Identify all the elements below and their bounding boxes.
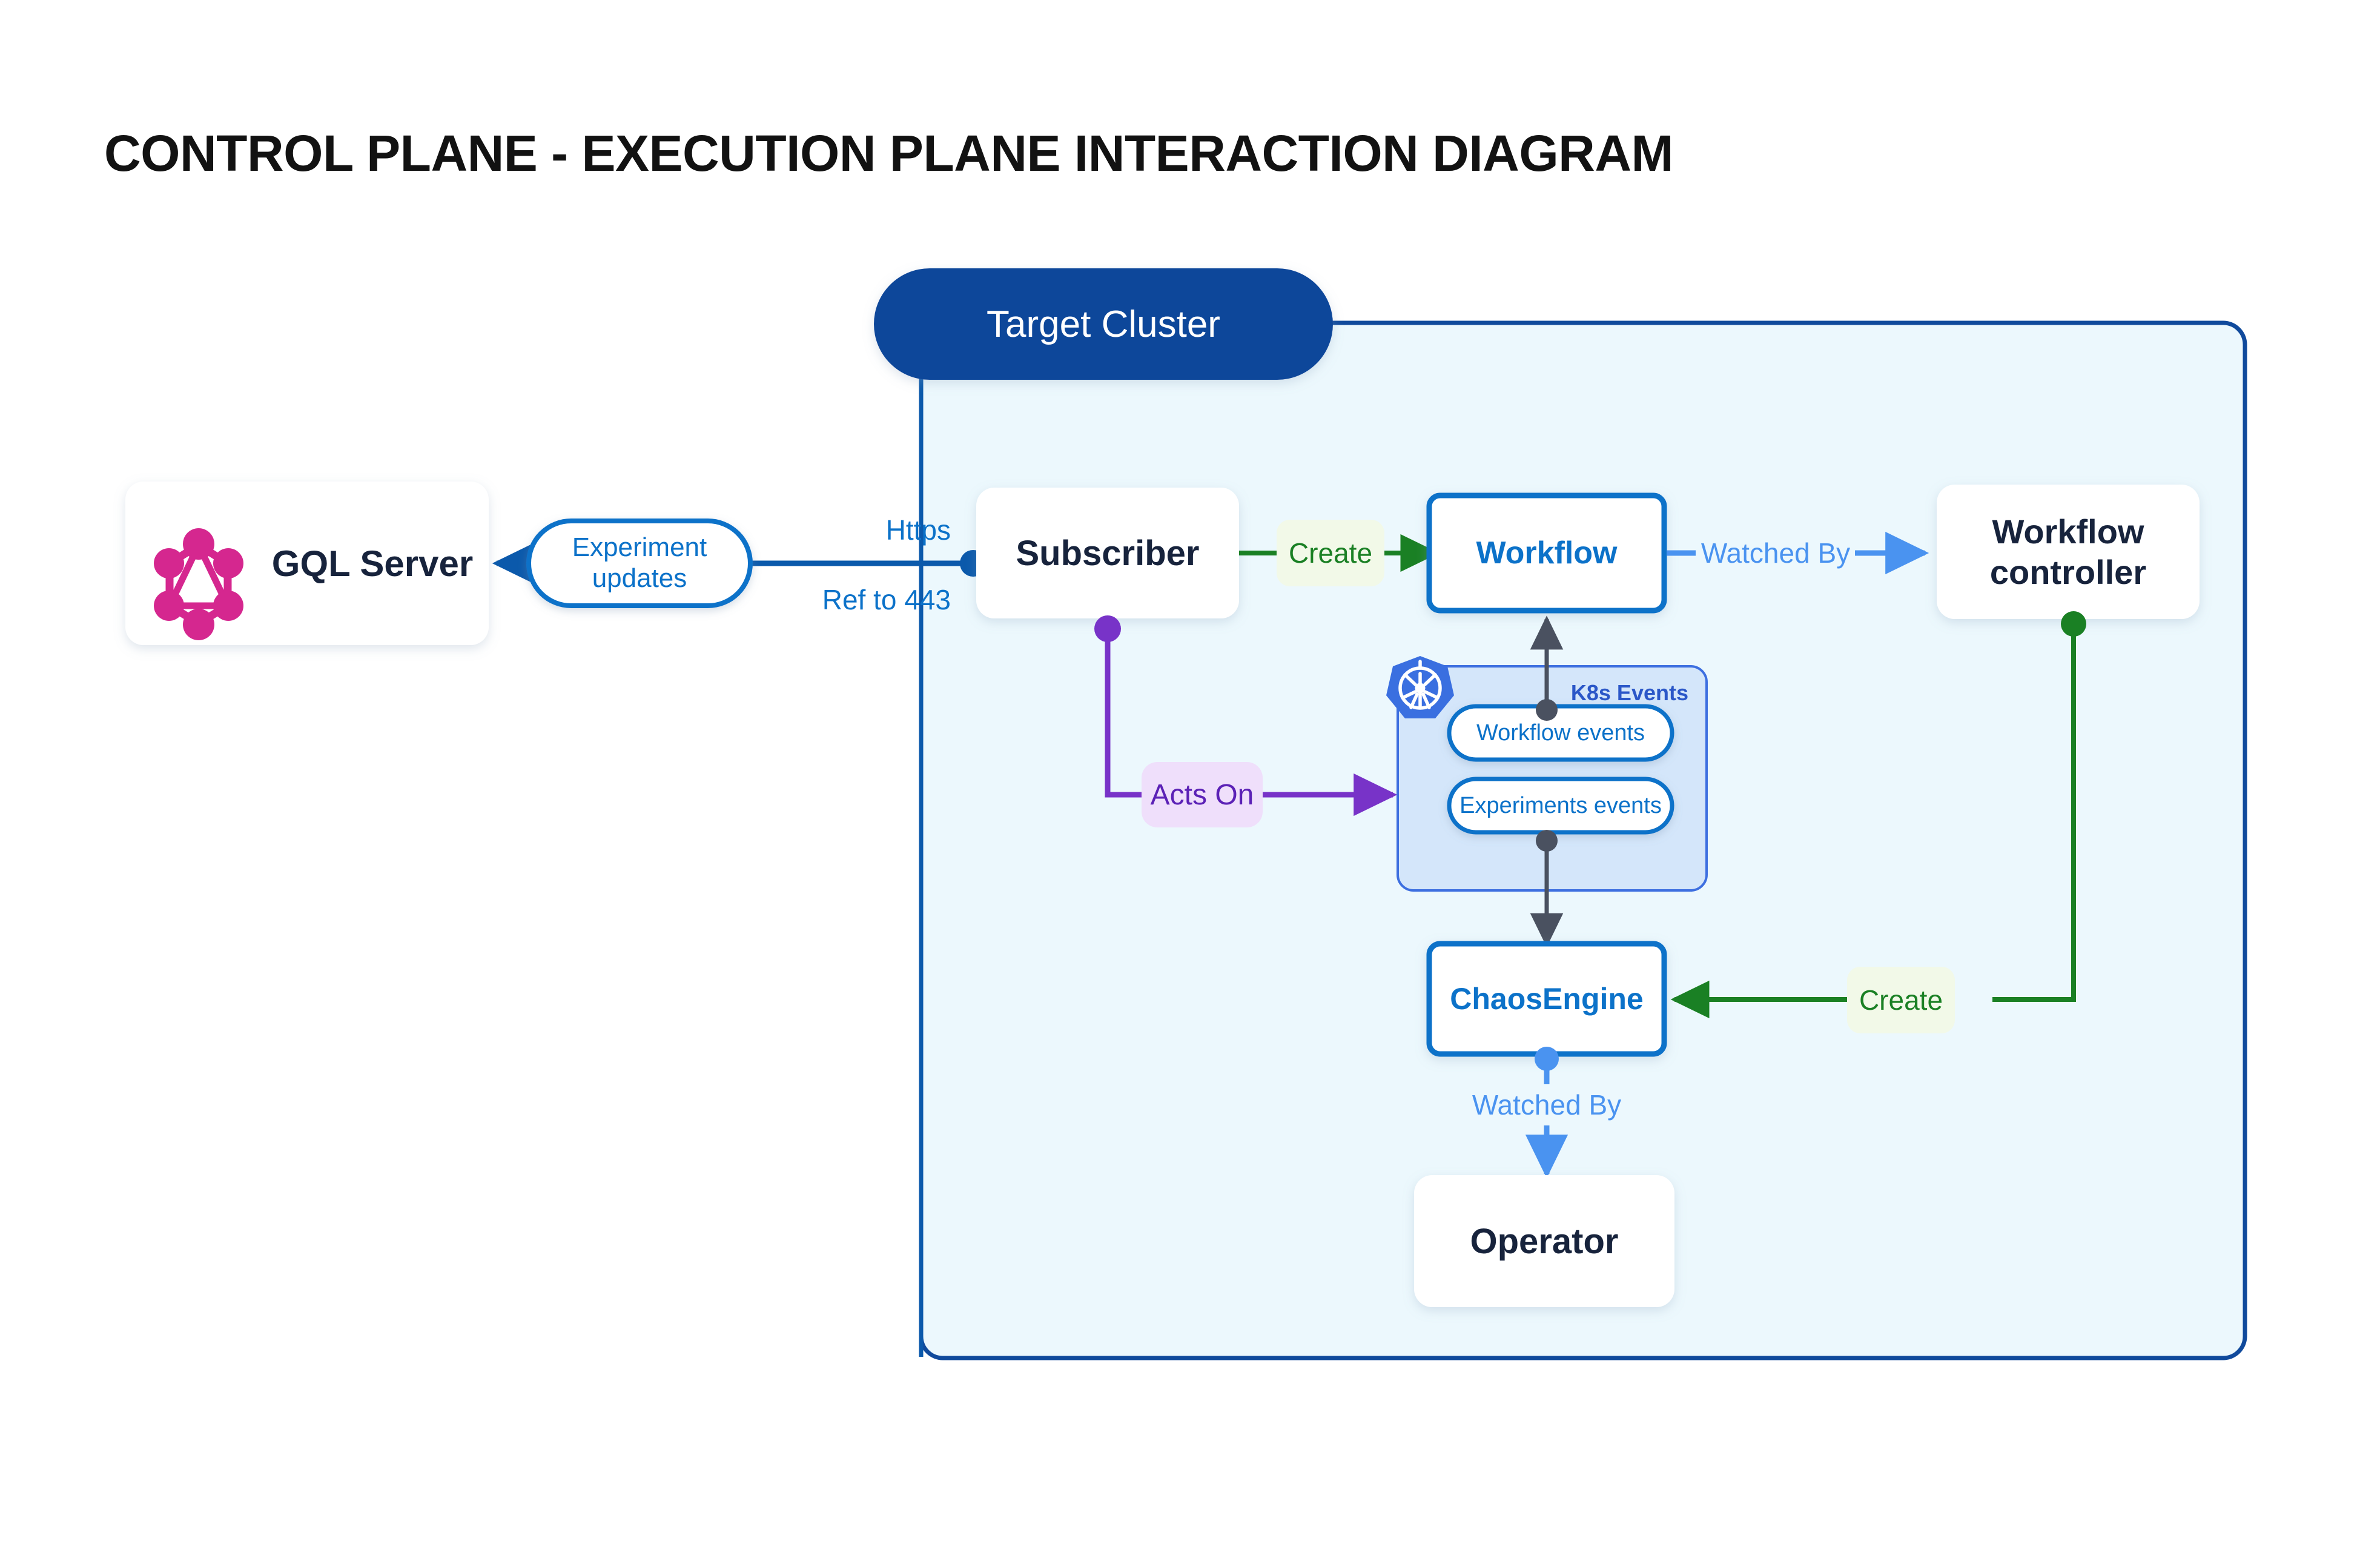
edge-label-watched-by-controller: Watched By xyxy=(1701,537,1851,569)
edge-label-create-chaosengine: Create xyxy=(1859,984,1943,1016)
edge-subscriber-acts-on-k8s xyxy=(1094,615,1398,817)
edge-label-https: Https xyxy=(885,514,951,546)
operator-card[interactable] xyxy=(1414,1175,1674,1307)
kubernetes-icon xyxy=(1386,656,1454,718)
page-title: CONTROL PLANE - EXECUTION PLANE INTERACT… xyxy=(104,125,1673,182)
edge-label-acts-on: Acts On xyxy=(1150,778,1254,811)
workflow-controller-card[interactable] xyxy=(1937,485,2200,619)
acts-on-chip-bg xyxy=(1142,762,1263,827)
edge-chaosengine-watched-by-operator xyxy=(1525,1047,1568,1179)
edge-workflow-events-to-workflow xyxy=(1530,615,1564,721)
edge-label-watched-by-operator: Watched By xyxy=(1472,1089,1622,1121)
graphql-icon-nodes xyxy=(154,528,243,640)
edge-experiments-events-to-chaosengine xyxy=(1530,830,1564,947)
subscriber-card[interactable] xyxy=(976,488,1239,618)
target-cluster-header[interactable] xyxy=(874,268,1333,380)
edge-label-ref-to-443: Ref to 443 xyxy=(822,584,951,615)
workflow-events-pill[interactable] xyxy=(1447,704,1674,762)
create-workflow-chip-bg xyxy=(1277,520,1384,586)
k8s-events-group-title: K8s Events xyxy=(1570,680,1688,705)
edge-label-create-workflow: Create xyxy=(1288,537,1373,569)
edge-controller-create-chaosengine xyxy=(1670,611,2086,1019)
experiments-events-pill[interactable] xyxy=(1447,777,1674,835)
create-chaosengine-chip-bg xyxy=(1847,967,1955,1033)
chaosengine-card[interactable] xyxy=(1426,941,1667,1057)
workflow-card[interactable] xyxy=(1426,492,1667,614)
edge-label-experiment-updates: Experiment updates xyxy=(572,532,707,593)
experiment-updates-pill xyxy=(526,519,753,608)
